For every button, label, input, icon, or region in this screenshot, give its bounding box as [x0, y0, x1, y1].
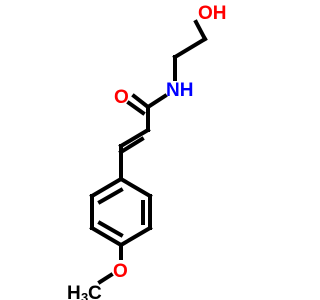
bond-n-carbonyl: [145, 93, 168, 110]
amide-nitrogen-label: NH: [166, 80, 193, 101]
molecule-structure: OH O NH O H 3 C: [67, 3, 227, 300]
bond-c1-c2: [172, 36, 208, 60]
bonds: [89, 19, 208, 285]
bond-ring-1: [118, 176, 153, 199]
bond-carbonyl-o-1: [131, 93, 151, 110]
bond-ring-3: [118, 225, 153, 248]
methyl-h-label: H: [67, 283, 81, 300]
bond-alkene-1: [118, 127, 151, 149]
bond-ring-4: [89, 225, 124, 248]
structure-canvas: OH O NH O H 3 C: [67, 3, 227, 300]
methyl-subscript: 3: [81, 290, 88, 300]
ether-oxygen-label: O: [113, 261, 128, 282]
bond-oh-c1: [193, 19, 208, 42]
bond-carbonyl-o-2: [126, 100, 146, 116]
carbonyl-oxygen-label: O: [114, 87, 129, 108]
bond-alkene-2: [118, 136, 145, 155]
bond-ring-inner-3: [97, 220, 124, 238]
hydroxyl-label: OH: [198, 3, 227, 24]
bond-ring-6: [89, 176, 124, 199]
bond-ether-o-methyl: [97, 272, 114, 285]
bond-ring-inner-1: [97, 187, 124, 205]
methyl-c-label: C: [88, 283, 102, 300]
